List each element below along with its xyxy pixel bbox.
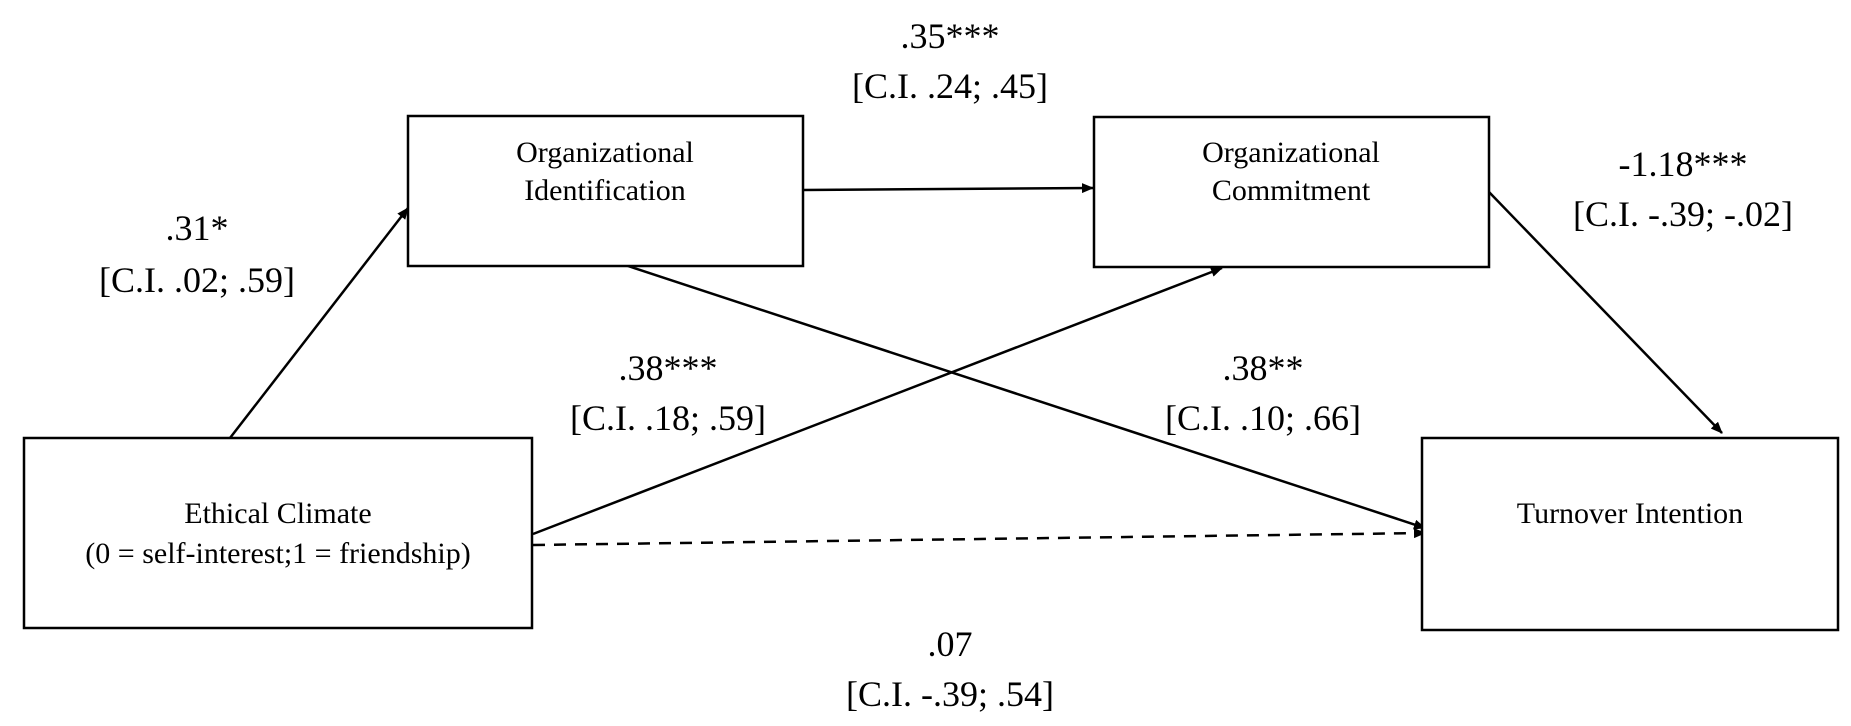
- ci-climate-to-commitment: [C.I. .18; .59]: [570, 398, 766, 438]
- label-climate-to-commitment: .38*** [C.I. .18; .59]: [570, 348, 766, 438]
- label-climate-to-turnover-direct: .07 [C.I. -.39; .54]: [846, 624, 1054, 714]
- label-identification-to-commitment: .35*** [C.I. .24; .45]: [852, 16, 1048, 106]
- coef-identification-to-turnover: .38**: [1223, 348, 1304, 388]
- ci-identification-to-commitment: [C.I. .24; .45]: [852, 66, 1048, 106]
- node-org-identification-line1: Organizational: [516, 136, 694, 169]
- node-ethical-climate-line2: (0 = self-interest;1 = friendship): [85, 537, 470, 570]
- ci-climate-to-identification: [C.I. .02; .59]: [99, 260, 295, 300]
- node-ethical-climate: Ethical Climate (0 = self-interest;1 = f…: [22, 436, 534, 630]
- arrow-commitment-to-turnover: [1488, 191, 1723, 434]
- label-identification-to-turnover: .38** [C.I. .10; .66]: [1165, 348, 1361, 438]
- arrow-climate-to-commitment: [532, 266, 1223, 536]
- node-org-commitment-line1: Organizational: [1202, 136, 1380, 169]
- coef-commitment-to-turnover: -1.18***: [1619, 144, 1748, 184]
- ci-identification-to-turnover: [C.I. .10; .66]: [1165, 398, 1361, 438]
- coef-climate-to-identification: .31*: [166, 208, 229, 248]
- coef-identification-to-commitment: .35***: [901, 16, 1000, 56]
- ci-commitment-to-turnover: [C.I. -.39; -.02]: [1573, 194, 1793, 234]
- node-organizational-identification: Organizational Identification: [406, 114, 805, 268]
- node-turnover-intention-line1: Turnover Intention: [1517, 497, 1743, 530]
- ci-climate-to-turnover-direct: [C.I. -.39; .54]: [846, 674, 1054, 714]
- arrow-climate-to-turnover-direct: [532, 528, 1426, 547]
- node-organizational-commitment: Organizational Commitment: [1092, 115, 1491, 269]
- node-org-identification-line2: Identification: [524, 174, 686, 207]
- coef-climate-to-commitment: .38***: [619, 348, 718, 388]
- node-org-commitment-line2: Commitment: [1212, 174, 1371, 207]
- label-climate-to-identification: .31* [C.I. .02; .59]: [99, 208, 295, 300]
- arrow-identification-to-turnover: [627, 264, 1426, 530]
- node-ethical-climate-line1: Ethical Climate: [184, 497, 371, 530]
- label-commitment-to-turnover: -1.18*** [C.I. -.39; -.02]: [1573, 144, 1793, 234]
- arrow-climate-to-identification: [229, 207, 409, 439]
- node-turnover-intention: Turnover Intention: [1420, 436, 1840, 632]
- arrow-identification-to-commitment: [802, 183, 1094, 194]
- coef-climate-to-turnover-direct: .07: [928, 624, 973, 664]
